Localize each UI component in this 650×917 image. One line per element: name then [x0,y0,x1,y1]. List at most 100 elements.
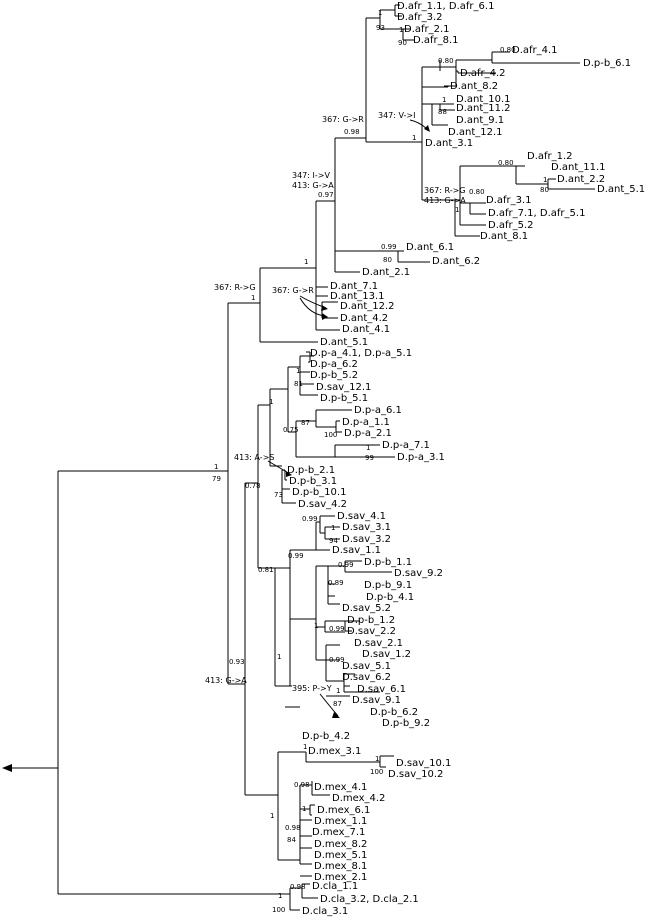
tip-label: D.sav_6.2 [342,672,391,683]
tip-label: D.sav_9.1 [352,695,401,706]
support-value: 0.99 [288,552,304,560]
support-value: 1 [304,258,308,266]
root-arrow [2,764,58,772]
support-value: 0.81 [258,566,274,574]
tip-label: D.ant_13.1 [330,291,385,302]
tip-label: D.sav_3.2 [342,534,391,545]
tip-label: D.p-a_7.1 [382,440,430,451]
tip-label: D.p-b_3.1 [289,476,337,487]
tip-label: D.ant_5.1 [597,184,645,195]
support-value: 1 [251,294,255,302]
support-value: 80 [383,256,392,264]
support-value: 1 [455,206,459,214]
tip-label: D.ant_6.1 [406,242,454,253]
support-value: 1 [314,622,318,630]
support-value: 0.97 [318,191,334,199]
tip-label: D.sav_9.2 [394,568,443,579]
mutation-label: 413: G->A [205,676,247,685]
support-value: 1 [269,398,273,406]
tip-label: D.afr_7.1, D.afr_5.1 [488,208,585,219]
tip-label: D.p-b_6.1 [583,58,631,69]
support-value: 1 [378,9,382,17]
support-value: 0.93 [229,658,245,666]
support-value: 1 [303,743,307,751]
support-value: 1 [331,524,335,532]
tip-label: D.afr_3.1 [486,195,532,206]
mutation-label: 367: R->G [424,186,466,195]
tree-branch [227,4,595,471]
tip-label: D.mex_7.1 [312,827,365,838]
tip-label: D.p-b_6.2 [370,707,418,718]
tip-label: D.afr_1.1, D.afr_6.1 [397,1,494,12]
tip-label: D.p-a_3.1 [397,452,445,463]
support-value: 1 [214,463,218,471]
tip-label: D.p-b_9.2 [382,718,430,729]
support-value: 88 [438,108,447,116]
support-value: 1 [278,892,282,900]
mutation-label: 367: G->R [322,115,364,124]
tip-label: D.p-a_6.1 [354,405,402,416]
tip-label: D.afr_4.1 [512,45,558,56]
tip-label: D.mex_6.1 [317,805,370,816]
tip-label: D.mex_8.1 [314,861,367,872]
support-value: 0.89 [328,579,344,587]
tip-label: D.p-b_5.1 [320,393,368,404]
tip-label: D.mex_3.1 [308,746,361,757]
support-value: 1 [296,367,300,375]
tip-label: D.sav_1.1 [332,545,381,556]
support-value: 0.98 [290,883,306,891]
tip-label: D.ant_4.1 [342,324,390,335]
support-value: 0.75 [283,426,299,434]
mutation-label: 367: R->G [214,283,256,292]
support-value: 1 [442,96,446,104]
mutation-labels: 367: G->R 347: V->I 347: I->V 413: G->A … [205,111,466,693]
mutation-label: 413: G->A [424,196,466,205]
tip-label: D.ant_7.1 [330,281,378,292]
mutation-label: 395: P->Y [292,684,332,693]
support-value: 0.80 [438,57,454,65]
tip-label: D.p-b_5.2 [310,370,358,381]
tip-label: D.mex_4.1 [314,782,367,793]
support-value: 100 [370,768,383,776]
support-value: 93 [376,24,385,32]
support-value: 0.99 [329,625,345,633]
tip-label: D.mex_5.1 [314,850,367,861]
tip-label: D.afr_3.2 [397,12,443,23]
support-value: 87 [333,700,342,708]
support-value: 79 [212,475,221,483]
tip-label: D.ant_4.2 [340,313,388,324]
tree-branch [289,883,318,911]
tip-label: D.sav_10.2 [388,769,443,780]
support-value: 1 [270,812,274,820]
support-value: 0.80 [500,46,516,54]
support-value: 87 [301,419,310,427]
tip-label: D.sav_4.2 [298,499,347,510]
tip-label: D.sav_5.2 [342,603,391,614]
support-value: 81 [294,380,303,388]
tip-label: D.ant_9.1 [456,115,504,126]
tip-label: D.p-b_4.1 [366,592,414,603]
tip-label: D.sav_4.1 [337,511,386,522]
support-value: 1 [412,134,416,142]
support-value: 1 [336,687,340,695]
support-value: 0.99 [329,656,345,664]
tip-label: D.p-b_1.1 [364,557,412,568]
tip-label: D.afr_4.2 [460,68,506,79]
tip-label: D.ant_11.1 [551,162,606,173]
support-value: 90 [398,39,407,47]
support-value: 0.80 [498,159,514,167]
tree-branch [57,470,290,895]
tip-label: D.sav_2.1 [354,638,403,649]
tip-label: D.p-b_10.1 [292,487,346,498]
tip-label: D.mex_2.1 [314,872,367,883]
support-value: 1 [543,176,547,184]
support-value: 0.99 [381,243,397,251]
support-value: 0.80 [469,188,485,196]
tree-branch [277,751,394,877]
support-value: 0.98 [294,781,310,789]
support-value: 1 [302,805,306,813]
tip-label: D.ant_8.1 [480,231,528,242]
support-value: 1 [399,26,403,34]
tip-label: D.ant_5.1 [320,337,368,348]
